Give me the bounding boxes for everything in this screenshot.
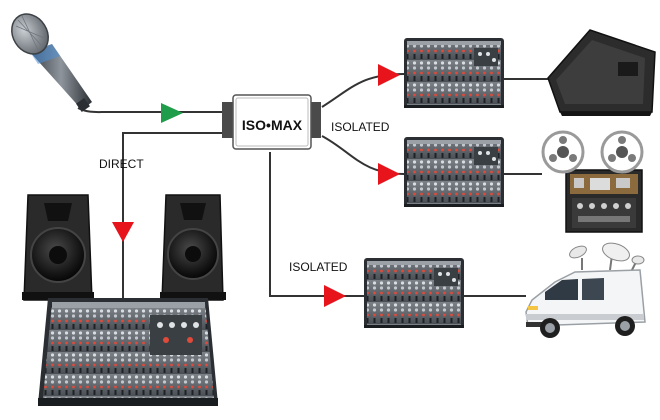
broadcast-van-icon <box>525 242 646 338</box>
mixer-icon <box>404 137 504 207</box>
recorder-arrow <box>378 163 400 185</box>
reel-to-reel-recorder-icon <box>541 130 644 233</box>
iso-max-splitter: ISO•MAX <box>222 94 321 150</box>
splitter-brand-label: ISO•MAX <box>242 117 303 133</box>
signal-arrows <box>112 64 400 307</box>
monitor-mixer <box>404 38 504 108</box>
broadcast-arrow <box>324 285 346 307</box>
monitor-arrow <box>378 64 400 86</box>
pa-speaker-left <box>22 194 94 301</box>
main-mixer <box>38 298 218 406</box>
microphone-icon <box>11 13 92 112</box>
isolated-label-upper: ISOLATED <box>331 120 390 134</box>
stage-monitor-icon <box>547 29 656 116</box>
mixer-icon <box>38 298 218 406</box>
iso-cable-recorder <box>321 135 405 175</box>
pa-speaker-icon <box>160 194 226 301</box>
direct-cable <box>122 132 222 300</box>
input-arrow <box>161 103 183 123</box>
iso-cable-broadcast <box>269 152 366 297</box>
recording-mixer <box>404 137 504 207</box>
isolated-label-lower: ISOLATED <box>289 260 348 274</box>
mixer-icon <box>364 258 464 328</box>
cables <box>77 73 548 300</box>
broadcast-mixer <box>364 258 464 328</box>
mic-cable <box>77 107 222 114</box>
direct-arrow <box>112 222 134 242</box>
direct-label: DIRECT <box>99 157 144 171</box>
pa-speaker-icon <box>22 194 94 301</box>
mixer-icon <box>404 38 504 108</box>
pa-speaker-right <box>160 194 226 301</box>
